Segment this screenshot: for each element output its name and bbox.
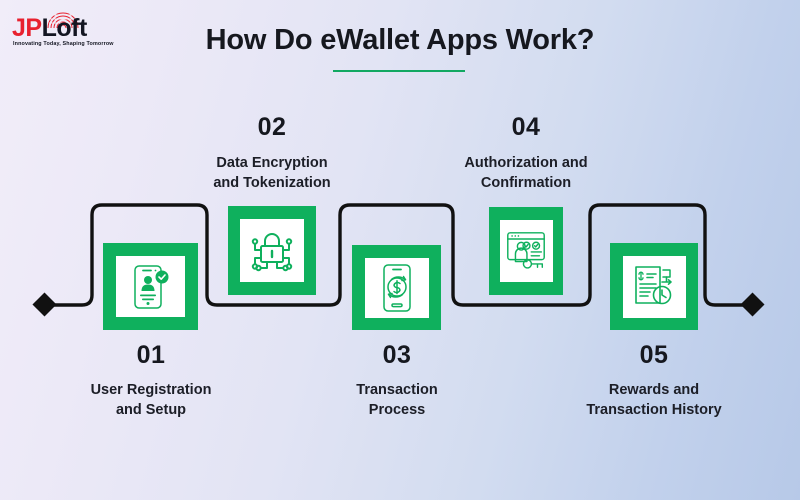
step-04-icon-box[interactable] [489,207,563,295]
step-02-label-line1: Data Encryption [216,155,328,171]
step-04-label: Authorization and Confirmation [436,153,616,193]
step-02-icon-inner [240,219,304,282]
step-04-label-line2: Confirmation [480,175,572,191]
brand-logo: JPLoft Innovating Today, Shaping Tomorro… [8,8,158,54]
step-01-icon-inner [116,256,185,317]
step-01-icon-box[interactable] [103,243,198,330]
step-03-number: 03 [382,341,412,369]
step-03-icon-box[interactable] [352,245,441,330]
step-01-number: 01 [136,341,166,369]
title-underline [333,70,465,72]
step-02-label: Data Encryption and Tokenization [182,153,362,193]
authorization-key-icon [507,232,545,269]
path-end-diamond [740,292,765,317]
step-03-label-line2: Process [368,402,426,418]
step-04-number: 04 [511,113,541,141]
logo-tagline: Innovating Today, Shaping Tomorrow [13,41,114,47]
step-05-label-line2: Transaction History [586,402,722,418]
step-04-label-line1: Authorization and [464,155,588,171]
step-01-label: User Registration and Setup [41,380,261,420]
step-01-label-line1: User Registration [90,382,212,398]
logo-text-jp: JP [12,14,42,42]
mobile-payment-icon [382,263,411,312]
step-02-label-line2: and Tokenization [213,175,331,191]
step-05-icon-box[interactable] [610,243,698,330]
logo-text-loft: Loft [41,14,88,42]
user-registration-icon [133,264,168,309]
step-05-label: Rewards and Transaction History [554,380,754,420]
step-03-label-line1: Transaction [356,382,438,398]
step-03-icon-inner [364,257,429,318]
step-02-number: 02 [257,113,287,141]
path-start-diamond [32,292,57,317]
page-title: How Do eWallet Apps Work? [205,24,595,56]
step-04-icon-inner [499,220,553,282]
step-05-label-line1: Rewards and [608,382,700,398]
step-03-label: Transaction Process [307,380,487,420]
step-01-label-line2: and Setup [115,402,187,418]
logo-wordmark: JPLoft [12,16,87,41]
flow-connector-path [32,203,765,317]
logo-arc-icon [47,12,79,28]
lock-circuit-icon [251,232,293,271]
step-05-icon-inner [622,255,686,318]
step-05-number: 05 [639,341,669,369]
invoice-history-icon [635,265,672,304]
step-02-icon-box[interactable] [228,206,316,295]
